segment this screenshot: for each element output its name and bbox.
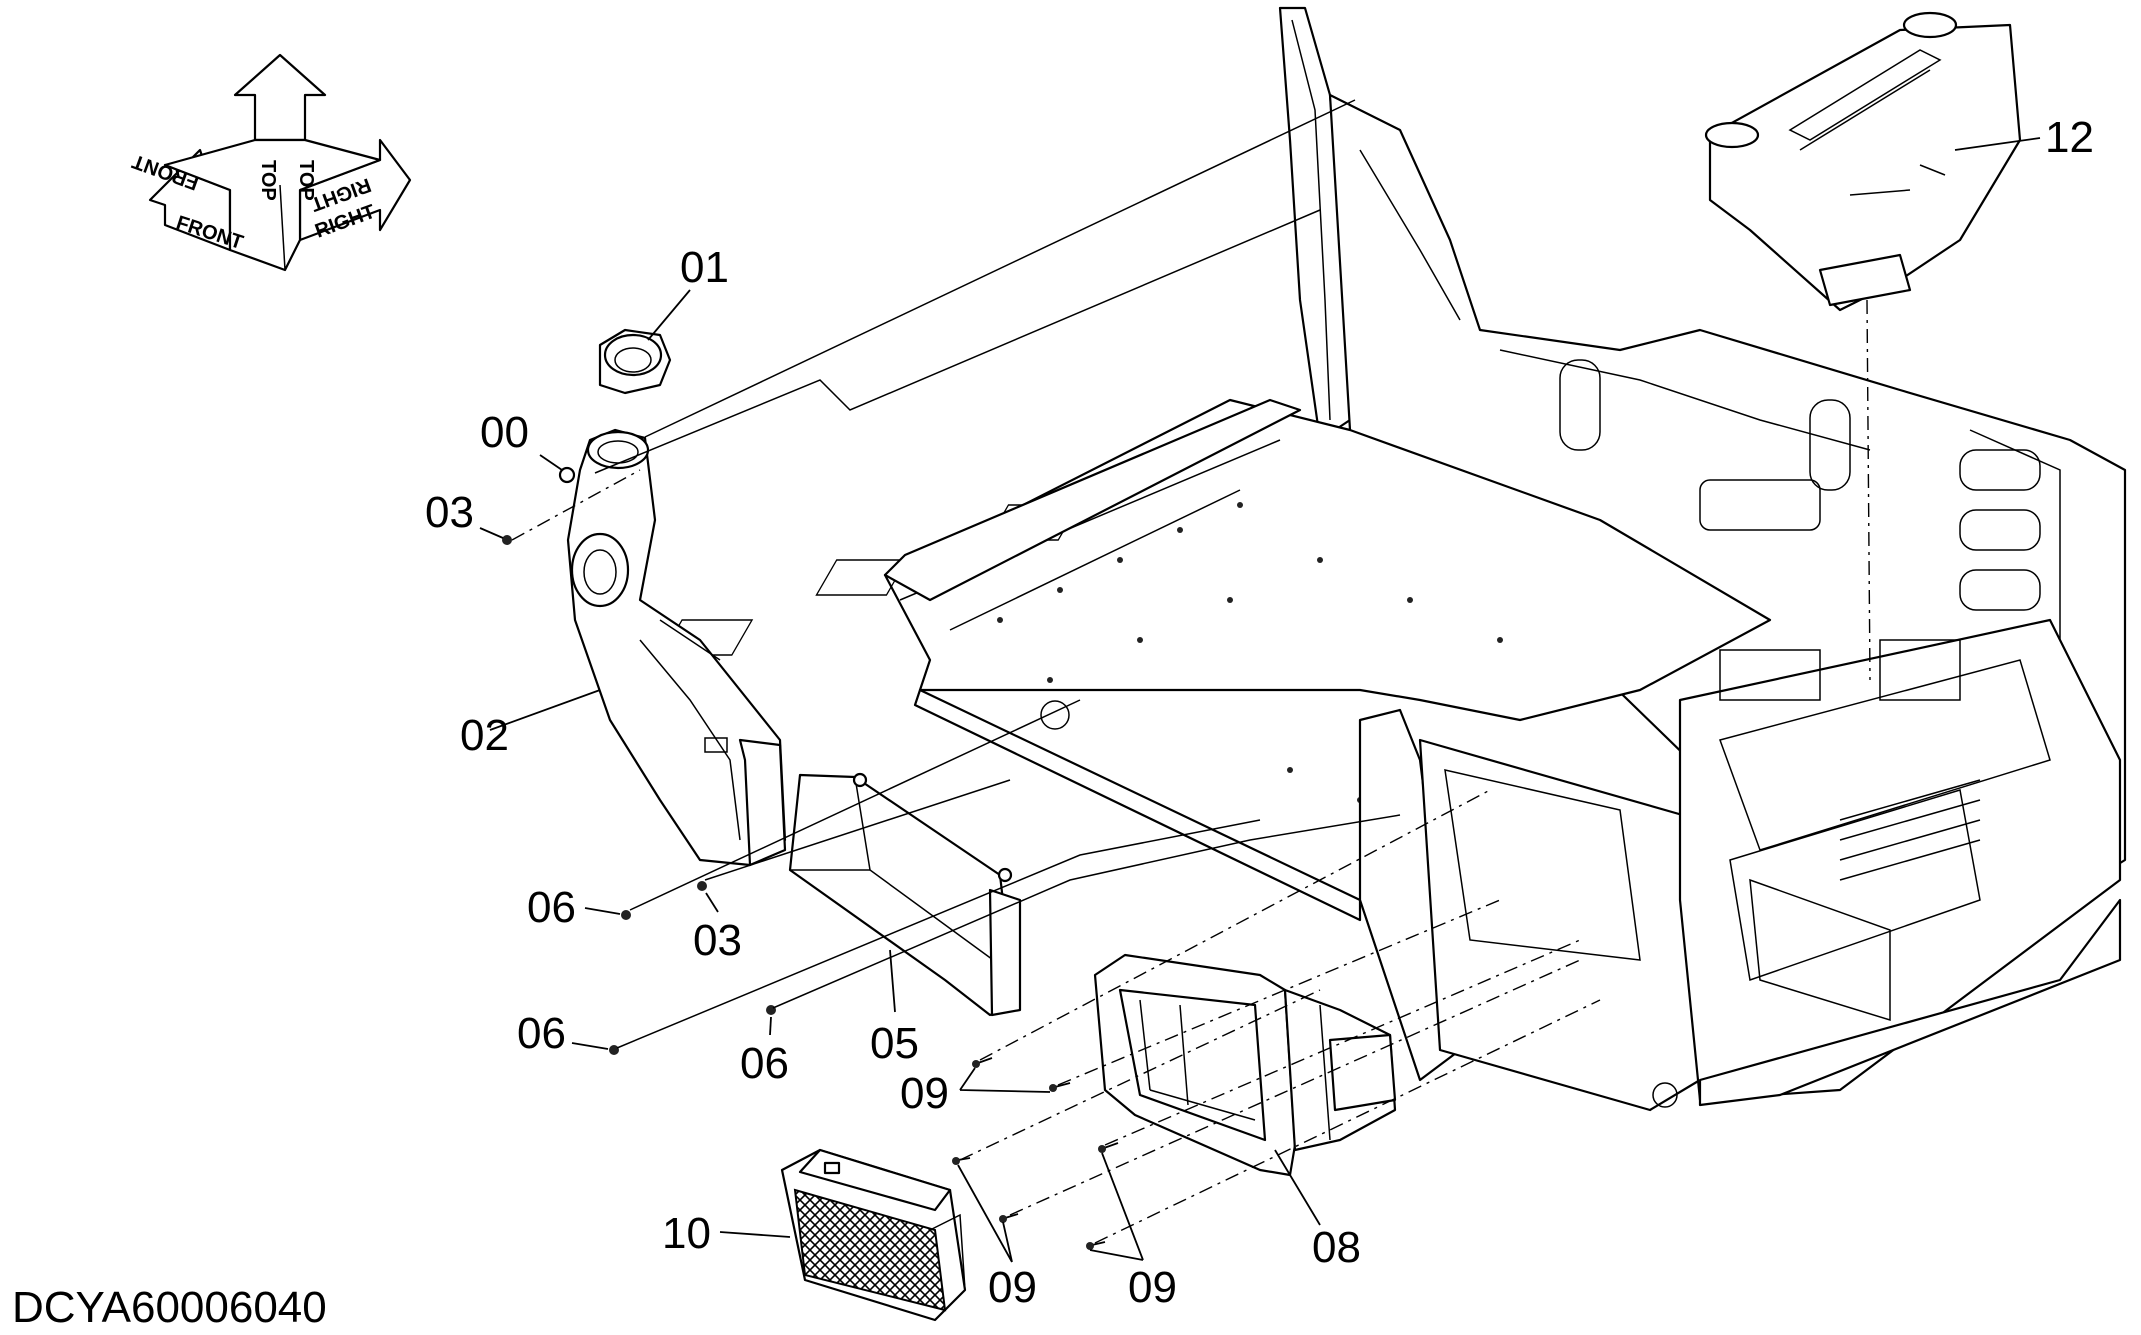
callout-00: 00: [480, 408, 529, 457]
part-00-clip: 00: [480, 408, 576, 484]
callout-03-upper: 03: [425, 488, 474, 537]
top-arrow-icon: [233, 53, 327, 142]
part-09-screws: 09 09 09: [900, 1057, 1177, 1312]
cab-floor-assembly: [660, 6, 2127, 1112]
orientation-top-label: TOP: [257, 160, 279, 201]
orientation-indicator: FRONT FRONT TOP TOP RIGHT RIGHT: [129, 53, 412, 272]
callout-12: 12: [2045, 113, 2094, 162]
part-02-air-duct: 02: [460, 428, 787, 867]
callout-10: 10: [662, 1209, 711, 1258]
drawing-code: DCYA60006040: [12, 1283, 327, 1332]
assembly-lines: [511, 99, 1871, 1244]
orientation-top-mirror-label: TOP: [295, 160, 317, 201]
callout-09-a: 09: [900, 1069, 949, 1118]
part-12-rear-duct: 12: [1704, 11, 2094, 312]
callout-03-lower: 03: [693, 916, 742, 965]
callout-05: 05: [870, 1019, 919, 1068]
right-arrow-icon: [298, 138, 412, 242]
part-05-duct-cover: 05: [788, 772, 1022, 1068]
callout-06-a: 06: [527, 883, 576, 932]
callout-06-c: 06: [740, 1039, 789, 1088]
part-06-screw-a: 06: [527, 883, 631, 932]
callout-09-c: 09: [1128, 1263, 1177, 1312]
part-08-filter-housing: 08: [1093, 953, 1397, 1272]
callout-01: 01: [680, 243, 729, 292]
part-06-screw-c: 06: [740, 1005, 789, 1088]
callout-09-b: 09: [988, 1263, 1037, 1312]
callout-06-b: 06: [517, 1009, 566, 1058]
part-06-screw-b: 06: [517, 1009, 619, 1058]
callout-02: 02: [460, 711, 509, 760]
part-03-screw-upper: 03: [425, 488, 512, 545]
part-01-vent-cap: 01: [598, 243, 729, 395]
part-03-screw-lower: 03: [693, 881, 742, 965]
part-10-filter: 10: [662, 1148, 967, 1322]
callout-08: 08: [1312, 1223, 1361, 1272]
